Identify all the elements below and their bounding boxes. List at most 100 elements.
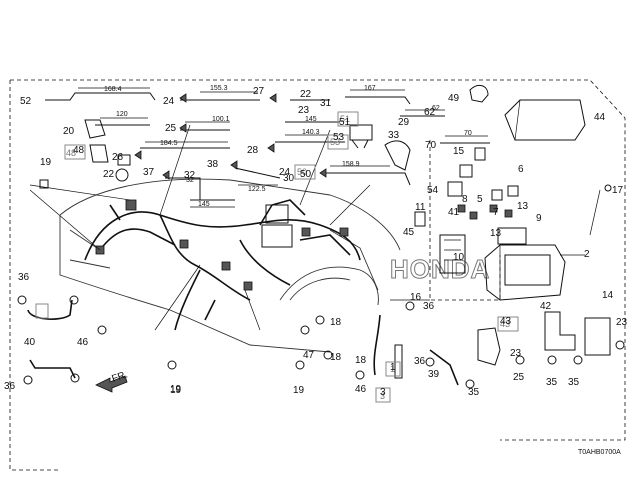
frame-dashed-right xyxy=(500,150,626,441)
dimension-70: 70 xyxy=(464,130,472,137)
callout-62: 62 xyxy=(424,107,436,118)
callout-41: 41 xyxy=(448,207,460,218)
callout-46: 46 xyxy=(77,337,89,348)
callout-18: 18 xyxy=(330,352,342,363)
ghost-label-1: 1 xyxy=(390,364,395,374)
callout-19: 19 xyxy=(170,385,182,396)
frame-dashed-upper xyxy=(10,79,626,150)
dimension-122.5: 122.5 xyxy=(248,186,266,193)
callout-35: 35 xyxy=(568,377,580,388)
reference-code: T0AHB0700A xyxy=(578,449,621,456)
ghost-label-50: 50 xyxy=(297,167,307,177)
callout-36: 36 xyxy=(414,356,426,367)
callout-53: 53 xyxy=(333,132,345,143)
front-direction-arrow: FR. xyxy=(95,369,130,393)
callout-2: 2 xyxy=(584,249,590,260)
dimension-168.4: 168.4 xyxy=(104,86,122,93)
dimension-145: 145 xyxy=(198,201,210,208)
callout-27: 27 xyxy=(253,86,265,97)
callout-15: 15 xyxy=(453,146,465,157)
callout-36: 36 xyxy=(18,272,30,283)
callout-52: 52 xyxy=(20,96,32,107)
ghost-label-53: 53 xyxy=(330,137,340,147)
callout-9: 9 xyxy=(536,213,542,224)
callout-42: 42 xyxy=(540,301,552,312)
callout-10: 10 xyxy=(453,252,465,263)
upper-components xyxy=(39,84,612,192)
callout-5: 5 xyxy=(477,194,483,205)
dimension-120: 120 xyxy=(116,111,128,118)
callout-3: 3 xyxy=(380,387,386,398)
callout-35: 35 xyxy=(468,387,480,398)
callout-25: 25 xyxy=(513,372,525,383)
callout-19: 19 xyxy=(293,385,305,396)
dimension-184.5: 184.5 xyxy=(160,140,178,147)
svg-text:FR.: FR. xyxy=(111,369,130,384)
ghost-label-3: 3 xyxy=(380,391,385,401)
dimension-167: 167 xyxy=(364,85,376,92)
callout-22: 22 xyxy=(300,89,312,100)
dimension-158.9: 158.9 xyxy=(342,161,360,168)
callout-1: 1 xyxy=(390,362,396,373)
dimension-values: 168.4 155.3 167 120 100.1 145 62 184.5 140.3 70 15… xyxy=(104,85,472,208)
callout-11: 11 xyxy=(415,202,426,213)
callout-24: 24 xyxy=(163,96,175,107)
callout-47: 47 xyxy=(303,350,315,361)
callout-29: 29 xyxy=(398,117,410,128)
lower-right-brackets xyxy=(394,311,611,379)
dimension-32: 32 xyxy=(186,177,194,184)
callout-35: 35 xyxy=(546,377,558,388)
ghost-label-boxes xyxy=(35,111,519,403)
callout-30: 30 xyxy=(283,173,295,184)
callout-44: 44 xyxy=(594,112,606,123)
callout-14: 14 xyxy=(602,290,614,301)
callout-20: 20 xyxy=(63,126,75,137)
callout-23: 23 xyxy=(510,348,522,359)
callout-19: 19 xyxy=(170,384,182,395)
engine-wire-harness xyxy=(84,199,361,331)
callout-16: 16 xyxy=(410,292,422,303)
ghost-label-51: 51 xyxy=(340,114,350,124)
callout-26: 26 xyxy=(112,152,124,163)
callout-70: 70 xyxy=(425,140,437,151)
callout-46: 46 xyxy=(355,384,367,395)
callout-23: 23 xyxy=(298,105,310,116)
callout-28: 28 xyxy=(247,145,259,156)
callout-38: 38 xyxy=(207,159,219,170)
callout-13: 13 xyxy=(517,201,529,212)
callout-17: 17 xyxy=(612,185,624,196)
callout-50: 50 xyxy=(300,169,312,180)
lower-cables xyxy=(17,295,625,389)
callout-13: 13 xyxy=(490,228,502,239)
dimension-100.1: 100.1 xyxy=(212,116,230,123)
callout-6: 6 xyxy=(518,164,524,175)
callout-18: 18 xyxy=(330,317,342,328)
frame-dashed-left xyxy=(9,80,60,471)
callout-43: 43 xyxy=(500,316,512,327)
callout-25: 25 xyxy=(165,123,177,134)
callout-24: 24 xyxy=(279,167,291,178)
callout-7: 7 xyxy=(493,207,499,218)
callout-45: 45 xyxy=(403,227,415,238)
callout-22: 22 xyxy=(103,169,115,180)
dimension-155.3: 155.3 xyxy=(210,85,228,92)
callout-32: 32 xyxy=(184,170,196,181)
callout-51: 51 xyxy=(339,117,351,128)
dimension-62: 62 xyxy=(432,105,440,112)
callout-49: 49 xyxy=(448,93,460,104)
callout-23: 23 xyxy=(616,317,628,328)
callout-40: 40 xyxy=(24,337,36,348)
ghost-label-48: 48 xyxy=(66,148,76,158)
callout-39: 39 xyxy=(428,369,440,380)
bracket-parts-row xyxy=(45,87,490,208)
callout-48: 48 xyxy=(73,145,85,156)
callout-33: 33 xyxy=(388,130,400,141)
relay-fuse-box-assembly xyxy=(414,147,566,301)
callout-37: 37 xyxy=(143,167,155,178)
callout-31: 31 xyxy=(320,98,332,109)
callout-19: 19 xyxy=(40,157,52,168)
dimension-140.3: 140.3 xyxy=(302,129,320,136)
